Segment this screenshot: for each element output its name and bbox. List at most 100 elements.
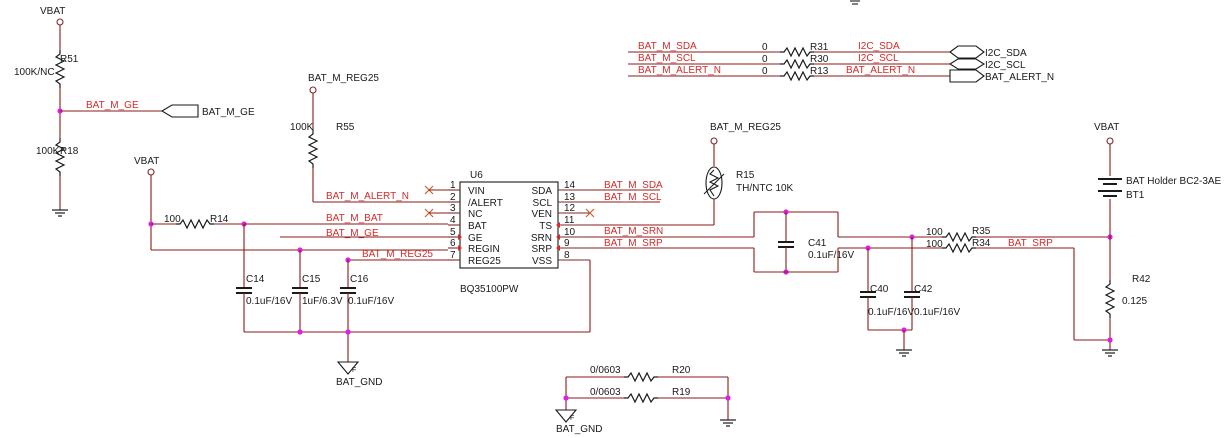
r13-value: 0 xyxy=(762,66,768,77)
resistor-r18 xyxy=(54,138,66,176)
port-bat-m-ge-flag xyxy=(160,104,199,118)
u6-pin-num-1: 1 xyxy=(450,180,456,191)
net-i2c-sda-label: I2C_SDA xyxy=(858,41,900,52)
net-bat-m-bat-label: BAT_M_BAT xyxy=(326,213,383,224)
vbat-power-symbol-3 xyxy=(1106,137,1114,145)
r35-ref: R35 xyxy=(972,226,991,237)
r51-value: 100K/NC xyxy=(14,67,55,78)
vbat-label-top-left: VBAT xyxy=(40,6,65,17)
net-bat-m-scl-label: BAT_M_SCL xyxy=(604,192,662,203)
c42-ref: C42 xyxy=(914,284,933,295)
ground-symbol-r42 xyxy=(1102,349,1118,357)
r13-ref: R13 xyxy=(810,66,829,77)
vbat-power-symbol xyxy=(56,18,64,26)
u6-pin-num-10: 10 xyxy=(564,227,576,238)
c41-ref: C41 xyxy=(808,238,827,249)
resistor-r31 xyxy=(780,46,814,58)
r18-value: 100K xyxy=(36,146,60,157)
r30-value: 0 xyxy=(762,54,768,65)
r34-value: 100 xyxy=(926,239,943,250)
thermistor-r15 xyxy=(705,166,723,200)
u6-pin-num-2: 2 xyxy=(450,192,456,203)
r55-value: 100K xyxy=(290,122,314,133)
resistor-r13 xyxy=(780,70,814,82)
resistor-r30 xyxy=(780,58,814,70)
c16-value: 0.1uF/16V xyxy=(348,296,394,307)
ground-symbol-c40-c42 xyxy=(896,349,912,357)
net-bat-alert-n-label: BAT_ALERT_N xyxy=(846,65,915,76)
port-bat-alert-n: BAT_ALERT_N xyxy=(985,72,1054,83)
ground-tie-section: 0/0603 R20 0/0603 R19 F BAT_GND xyxy=(554,365,736,435)
port-bat-alert-n-flag xyxy=(949,69,985,83)
c40-value: 0.1uF/16V xyxy=(868,307,914,318)
u6-pin-num-11: 11 xyxy=(564,215,575,226)
u6-right-nets: BAT_M_SDA BAT_M_SCL BAT_M_SRN BAT_M_SRP xyxy=(244,180,754,362)
net-bat-m-alert-n-top: BAT_M_ALERT_N xyxy=(638,65,721,76)
net-bat-m-sda-top: BAT_M_SDA xyxy=(638,41,697,52)
vbat-power-symbol-2 xyxy=(147,168,155,176)
ic-u6: U6 BQ35100PW 1VIN2/ALERT3NC4BAT5GE6REGIN… xyxy=(448,170,590,295)
reg25-power-symbol-right xyxy=(710,137,718,145)
net-bat-m-ge-label: BAT_M_GE xyxy=(86,100,139,111)
u6-pin-name-2: /ALERT xyxy=(468,198,503,209)
u6-pin-num-3: 3 xyxy=(450,203,456,214)
resistor-r20 xyxy=(624,371,658,383)
reg25-section: BAT_M_REG25 100K R55 BAT_M_ALERT_N BAT_M… xyxy=(280,73,448,263)
u6-pin-name-8: VSS xyxy=(532,256,552,267)
u6-body xyxy=(459,181,559,269)
u6-ref: U6 xyxy=(470,170,483,181)
r14-value: 100 xyxy=(164,214,181,225)
u6-pin-name-11: TS xyxy=(539,221,552,232)
r31-ref: R31 xyxy=(810,42,829,53)
battery-bt1-symbol xyxy=(1098,178,1122,197)
u6-pin-name-5: GE xyxy=(468,233,483,244)
r19-value: 0/0603 xyxy=(590,387,621,398)
u6-pin-name-3: NC xyxy=(468,209,482,220)
r34-ref: R34 xyxy=(972,238,991,249)
bat-m-reg25-label-right: BAT_M_REG25 xyxy=(710,122,781,133)
c14-value: 0.1uF/16V xyxy=(246,296,292,307)
vbat-label-r14: VBAT xyxy=(134,156,159,167)
c14-ref: C14 xyxy=(246,274,265,285)
bat-m-reg25-label-left: BAT_M_REG25 xyxy=(308,73,379,84)
bt1-ref: BT1 xyxy=(1126,190,1145,201)
u6-pin-num-13: 13 xyxy=(564,192,576,203)
u6-pin-name-7: REG25 xyxy=(468,256,501,267)
r14-ref: R14 xyxy=(210,214,229,225)
net-bat-m-sda-label: BAT_M_SDA xyxy=(604,180,663,191)
ground-symbol-r19-r20 xyxy=(720,419,736,427)
r31-value: 0 xyxy=(762,42,768,53)
port-i2c-sda-flag xyxy=(949,45,985,59)
u6-pin-num-8: 8 xyxy=(564,250,570,261)
resistor-r14 xyxy=(176,218,214,230)
svg-text:F: F xyxy=(570,415,574,422)
resistor-r42 xyxy=(1104,280,1116,318)
bat-gnd-symbol xyxy=(336,361,360,375)
r19-ref: R19 xyxy=(672,387,691,398)
r55-ref: R55 xyxy=(336,122,355,133)
net-bat-m-srn-label: BAT_M_SRN xyxy=(604,226,663,237)
r42-ref: R42 xyxy=(1132,274,1151,285)
net-bat-m-reg25-label: BAT_M_REG25 xyxy=(362,249,433,260)
u6-pin-num-12: 12 xyxy=(564,203,576,214)
net-bat-srp-label: BAT_SRP xyxy=(1008,238,1053,249)
u6-pin-num-7: 7 xyxy=(450,250,456,261)
net-bat-m-scl-top: BAT_M_SCL xyxy=(638,53,696,64)
u6-pin-name-9: SRP xyxy=(531,244,552,255)
r35-value: 100 xyxy=(926,227,943,238)
u6-value: BQ35100PW xyxy=(460,284,519,295)
vbat-bat-section: VBAT 100 R14 BAT_M_BAT xyxy=(134,156,448,251)
c15-ref: C15 xyxy=(302,274,321,285)
ground-symbol-r18 xyxy=(52,209,68,217)
u6-pin-name-14: SDA xyxy=(531,186,552,197)
r42-value: 0.125 xyxy=(1122,296,1147,307)
resistor-r19 xyxy=(624,392,658,404)
resistor-r51 xyxy=(54,50,66,88)
r18-ref: R18 xyxy=(60,146,79,157)
u6-pin-num-4: 4 xyxy=(450,215,456,226)
c40-ref: C40 xyxy=(870,284,889,295)
u6-pin-num-14: 14 xyxy=(564,180,576,191)
u6-pin-arrow-2 xyxy=(556,222,560,228)
u6-pin-name-6: REGIN xyxy=(468,244,500,255)
u6-pin-group: 1VIN2/ALERT3NC4BAT5GE6REGIN7REG2514SDA13… xyxy=(448,180,590,267)
